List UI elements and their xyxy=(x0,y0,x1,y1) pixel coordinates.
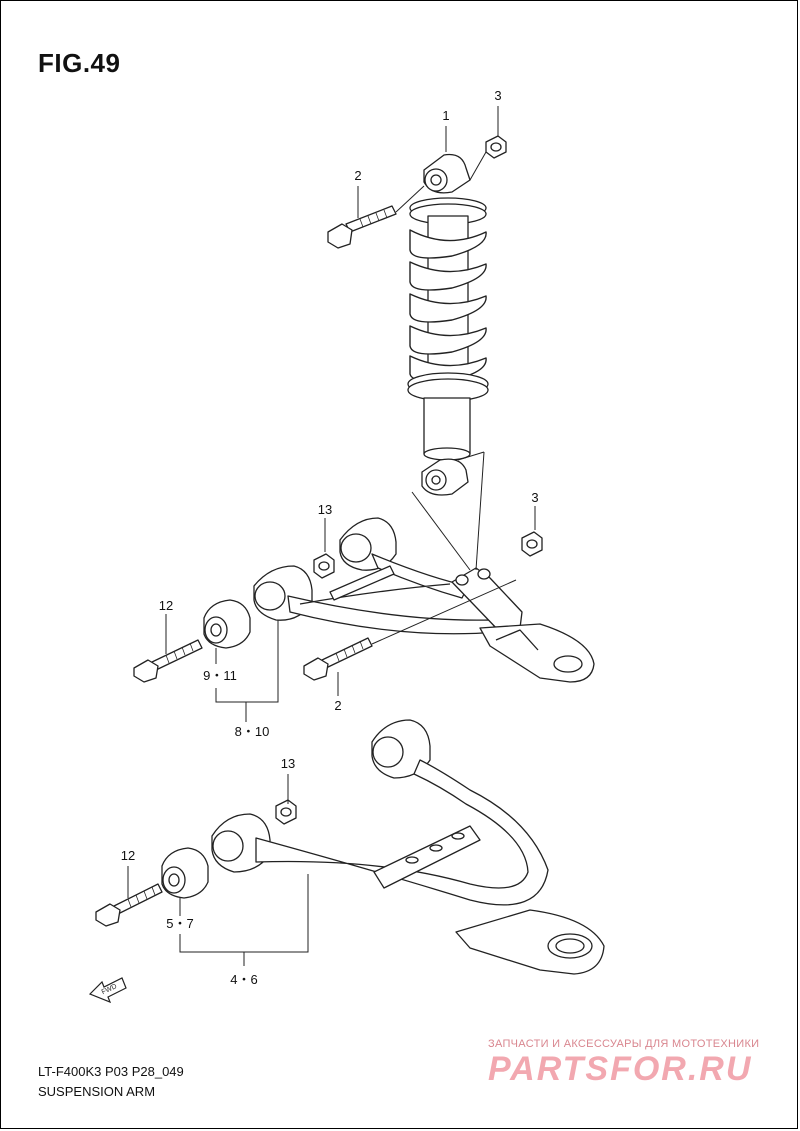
lower-suspension-arm xyxy=(211,719,605,975)
callout-13-upper: 13 xyxy=(318,502,332,517)
shock-nut-top xyxy=(485,135,507,159)
callout-9-11: 9・11 xyxy=(203,668,237,683)
lower-arm-bolt xyxy=(95,883,163,927)
callout-13-lower: 13 xyxy=(281,756,295,771)
shock-top-bushing xyxy=(423,153,471,194)
lower-arm-nut xyxy=(275,799,297,825)
watermark-tagline: ЗАПЧАСТИ И АКСЕССУАРЫ ДЛЯ МОТОТЕХНИКИ xyxy=(488,1038,760,1050)
callout-3-top: 3 xyxy=(494,88,501,103)
callout-3-mid: 3 xyxy=(531,490,538,505)
upper-arm-bushing xyxy=(203,599,251,649)
callout-1: 1 xyxy=(442,108,449,123)
shock-bottom-bushing xyxy=(421,458,469,496)
shock-nut-bottom xyxy=(521,531,543,557)
shock-bolt-top xyxy=(327,205,397,249)
upper-arm-nut xyxy=(313,553,335,579)
figure-title: FIG.49 xyxy=(38,48,121,78)
shock-absorber xyxy=(407,153,489,496)
fwd-arrow-icon: FWD xyxy=(88,977,127,1004)
callout-8-10: 8・10 xyxy=(235,724,270,739)
leader-lines xyxy=(127,106,536,966)
lower-arm-bushing xyxy=(161,847,209,899)
watermark-logo: PARTSFOR.RU xyxy=(488,1050,753,1088)
callout-12-upper: 12 xyxy=(159,598,173,613)
upper-arm-bolt xyxy=(133,639,203,683)
shock-bolt-bottom xyxy=(303,637,373,681)
callout-2-top: 2 xyxy=(354,168,361,183)
upper-suspension-arm xyxy=(253,517,595,683)
callout-12-lower: 12 xyxy=(121,848,135,863)
callout-5-7: 5・7 xyxy=(166,916,193,931)
diagram-name: SUSPENSION ARM xyxy=(38,1084,156,1099)
callout-2-mid: 2 xyxy=(334,698,341,713)
diagram-code: LT-F400K3 P03 P28_049 xyxy=(38,1064,184,1079)
callout-4-6: 4・6 xyxy=(230,972,257,987)
